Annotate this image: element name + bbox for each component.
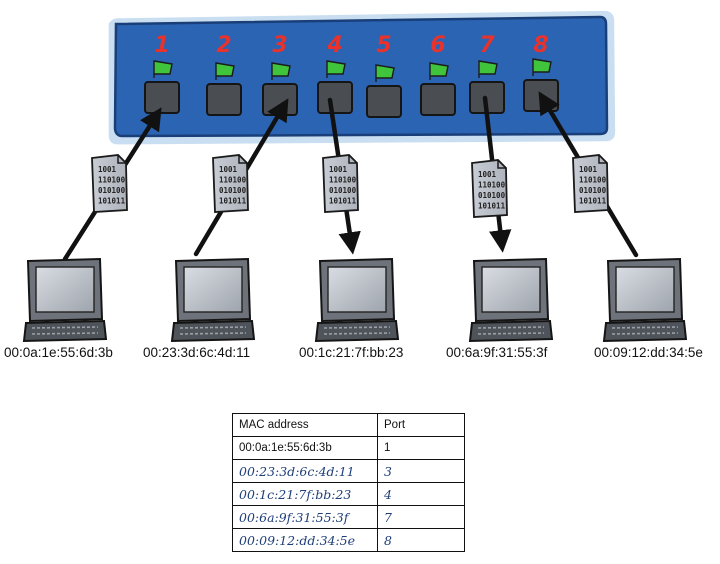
switch-port-4: 4	[317, 33, 353, 114]
table-row: 00:09:12:dd:34:5e 8	[232, 528, 465, 552]
port-number-label: 5	[376, 33, 391, 58]
row-port: 3	[377, 459, 465, 483]
packet-bits: 1001	[329, 165, 348, 174]
packet-bits: 1001	[98, 165, 117, 174]
packet-bits: 010100	[478, 191, 506, 200]
row-port: 4	[377, 482, 465, 506]
ethernet-port-icon	[206, 83, 242, 116]
port-number-label: 8	[533, 33, 548, 58]
switch-port-5: 5	[366, 33, 402, 118]
ethernet-port-icon	[420, 83, 456, 116]
packet-bits: 1001	[219, 165, 238, 174]
computer-1-mac: 00:0a:1e:55:6d:3b	[4, 345, 113, 360]
computer-1-icon	[22, 257, 108, 343]
packet-bits: 110100	[98, 176, 126, 185]
switch-port-1: 1	[144, 33, 180, 114]
mac-address-table: MAC address Port 00:0a:1e:55:6d:3b 1 00:…	[232, 413, 465, 552]
ethernet-port-icon	[144, 81, 180, 114]
table-header-row: MAC address Port	[232, 413, 465, 437]
link-light-icon	[271, 62, 291, 80]
packet-bits: 110100	[219, 176, 247, 185]
port-number-label: 6	[430, 33, 445, 58]
row-port: 8	[377, 528, 465, 552]
ethernet-port-icon	[317, 81, 353, 114]
packet-bits: 101011	[98, 197, 126, 206]
computer-4-icon	[468, 257, 554, 343]
table-row: 00:1c:21:7f:bb:23 4	[232, 482, 465, 506]
link-light-icon	[215, 62, 235, 80]
packet-bits: 110100	[478, 181, 506, 190]
link-light-icon	[153, 60, 173, 78]
row-port: 1	[377, 436, 465, 460]
switch-port-2: 2	[206, 33, 242, 116]
header-port: Port	[377, 413, 465, 437]
computer-5-icon	[602, 257, 688, 343]
row-mac: 00:0a:1e:55:6d:3b	[232, 436, 378, 460]
ethernet-port-icon	[366, 85, 402, 118]
computer-3-icon	[314, 257, 400, 343]
packet-bits: 1001	[478, 170, 497, 179]
table-row: 00:23:3d:6c:4d:11 3	[232, 459, 465, 483]
port-number-label: 1	[154, 33, 169, 58]
switch-port-6: 6	[420, 33, 456, 116]
network-switch: 1 2 3 4 5 6 7 8	[108, 10, 616, 145]
computer-3-mac: 00:1c:21:7f:bb:23	[299, 345, 404, 360]
row-mac: 00:1c:21:7f:bb:23	[232, 482, 378, 506]
packet-bits: 1001	[579, 165, 598, 174]
computer-4-mac: 00:6a:9f:31:55:3f	[446, 345, 548, 360]
row-mac: 00:09:12:dd:34:5e	[232, 528, 378, 552]
port-number-label: 3	[272, 33, 287, 58]
packet-bits: 010100	[329, 186, 357, 195]
table-row: 00:0a:1e:55:6d:3b 1	[232, 436, 465, 460]
packet-bits: 101011	[219, 197, 247, 206]
packet-bits: 010100	[579, 186, 607, 195]
port-number-label: 7	[479, 33, 495, 58]
row-mac: 00:23:3d:6c:4d:11	[232, 459, 378, 483]
computer-5-mac: 00:09:12:dd:34:5e	[594, 345, 703, 360]
computer-2-mac: 00:23:3d:6c:4d:11	[143, 345, 251, 360]
port-number-label: 2	[216, 33, 231, 58]
row-port: 7	[377, 505, 465, 529]
link-light-icon	[326, 60, 346, 78]
packet-bits: 101011	[579, 197, 607, 206]
port-number-label: 4	[326, 33, 342, 58]
table-row: 00:6a:9f:31:55:3f 7	[232, 505, 465, 529]
link-light-icon	[478, 60, 498, 78]
link-light-icon	[532, 58, 552, 76]
link-light-icon	[429, 62, 449, 80]
computer-2-icon	[170, 257, 256, 343]
packet-bits: 110100	[329, 176, 357, 185]
packet-bits: 101011	[478, 202, 506, 211]
header-mac-address: MAC address	[232, 413, 378, 437]
packet-bits: 010100	[98, 186, 126, 195]
packet-bits: 101011	[329, 197, 357, 206]
packet-bits: 010100	[219, 186, 247, 195]
packet-bits: 110100	[579, 176, 607, 185]
row-mac: 00:6a:9f:31:55:3f	[232, 505, 378, 529]
link-light-icon	[375, 64, 395, 82]
